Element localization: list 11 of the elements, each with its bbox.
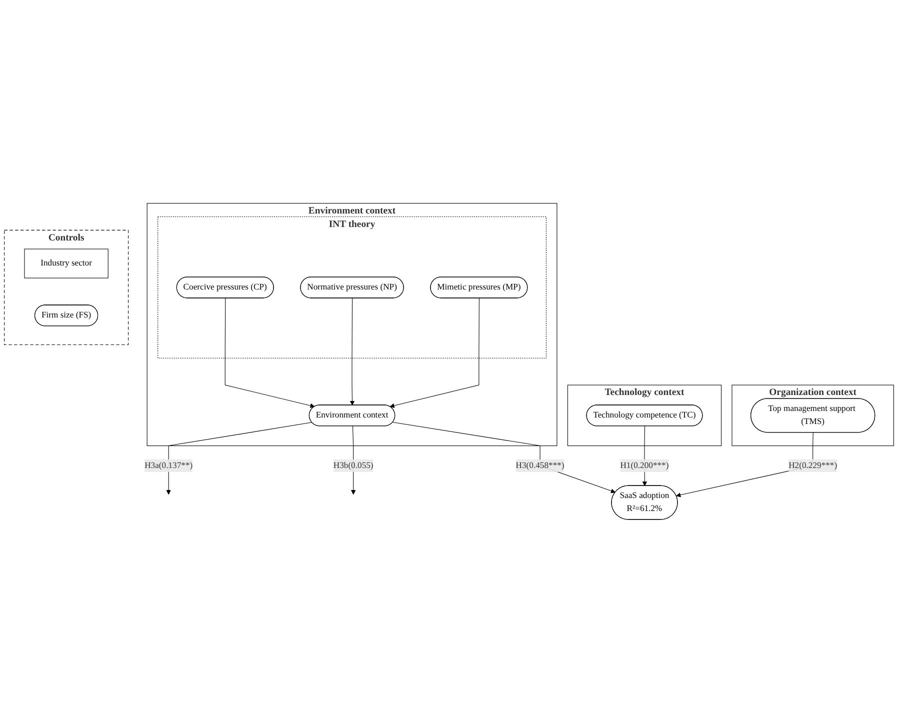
- arrow: [166, 422, 312, 494]
- node-box: Industry sector: [24, 248, 108, 278]
- edge-label: H1(0.200***): [620, 460, 669, 470]
- edge-label: H3a(0.137**): [144, 460, 193, 470]
- arrow: [350, 298, 355, 406]
- arrow: [392, 422, 616, 493]
- edge-label: H3b(0.055): [333, 460, 374, 470]
- edge-label: H3(0.458***): [516, 460, 564, 470]
- arrow: [224, 298, 315, 408]
- arrow: [390, 298, 480, 408]
- edge-label: H2(0.229***): [788, 460, 838, 470]
